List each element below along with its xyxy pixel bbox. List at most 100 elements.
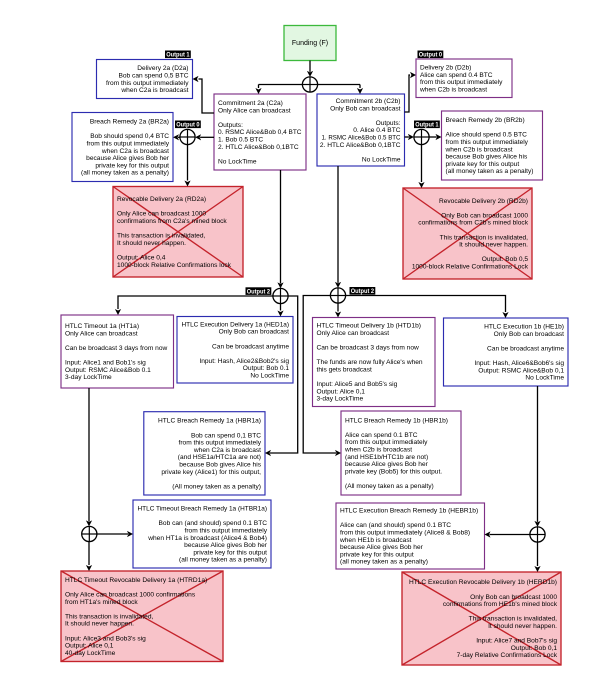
svg-text:Input: Alice7 and Bob7's sig: Input: Alice7 and Bob7's sig xyxy=(476,638,557,645)
svg-text:Can be broadcast 3 days from n: Can be broadcast 3 days from now xyxy=(65,345,167,352)
svg-text:when C2b is broadcast: when C2b is broadcast xyxy=(445,146,513,153)
svg-text:from this output immediately: from this output immediately xyxy=(179,440,262,447)
svg-text:Delivery 2b (D2b): Delivery 2b (D2b) xyxy=(420,65,471,72)
svg-text:It should never happen.: It should never happen. xyxy=(117,240,186,247)
svg-text:when C2a is broadcast: when C2a is broadcast xyxy=(101,148,169,155)
svg-text:confirmations from C2b's mined: confirmations from C2b's mined block xyxy=(418,220,528,227)
svg-text:It should never happen.: It should never happen. xyxy=(65,621,134,628)
svg-text:No LockTime: No LockTime xyxy=(250,373,289,380)
svg-text:(All money taken as a penalty): (All money taken as a penalty) xyxy=(172,483,261,490)
svg-text:(All money taken as a penalty): (All money taken as a penalty) xyxy=(345,483,434,490)
svg-text:(all money taken as a penalty): (all money taken as a penalty) xyxy=(340,559,428,566)
svg-text:Only Alice can broadcast 1000: Only Alice can broadcast 1000 confirmati… xyxy=(65,592,196,599)
svg-text:Only Alice can broadcast: Only Alice can broadcast xyxy=(65,330,138,337)
svg-text:private key for this output: private key for this output xyxy=(340,551,414,558)
svg-text:(and HSE1b/HTC1b are not): (and HSE1b/HTC1b are not) xyxy=(345,454,428,461)
svg-text:Only Alice can broadcast: Only Alice can broadcast xyxy=(317,330,390,337)
svg-text:(all money taken as a penalty): (all money taken as a penalty) xyxy=(179,557,267,564)
svg-text:3-day LockTime: 3-day LockTime xyxy=(317,396,364,403)
svg-text:Output: Alice 0,1: Output: Alice 0,1 xyxy=(317,388,366,395)
svg-text:HTLC Execution Delivery 1a (HE: HTLC Execution Delivery 1a (HED1a) xyxy=(182,321,290,328)
svg-text:this gets broadcast: this gets broadcast xyxy=(317,367,373,374)
svg-text:Outputs:: Outputs: xyxy=(376,120,401,127)
svg-text:Input: Alice5 and Bob5's sig: Input: Alice5 and Bob5's sig xyxy=(317,381,398,388)
svg-text:2. HTLC Alice&Bob 0,1BTC: 2. HTLC Alice&Bob 0,1BTC xyxy=(218,144,299,151)
svg-text:No LockTime: No LockTime xyxy=(525,375,564,382)
svg-text:HTLC Execution 1b (HE1b): HTLC Execution 1b (HE1b) xyxy=(484,324,564,331)
svg-text:No LockTime: No LockTime xyxy=(362,156,401,163)
svg-text:from this output immediately: from this output immediately xyxy=(420,79,503,86)
svg-text:40-day LockTime: 40-day LockTime xyxy=(65,650,116,657)
svg-text:because Alice gives Bob her: because Alice gives Bob her xyxy=(86,155,170,162)
svg-text:HTLC Breach Remedy 1a (HBR1a): HTLC Breach Remedy 1a (HBR1a) xyxy=(158,418,261,425)
svg-text:when C2a is broadcast: when C2a is broadcast xyxy=(120,87,188,94)
svg-text:because Bob gives Alice his: because Bob gives Alice his xyxy=(446,154,528,161)
svg-text:HTLC Timeout 1a (HT1a): HTLC Timeout 1a (HT1a) xyxy=(65,323,139,330)
svg-text:Output 1: Output 1 xyxy=(415,123,439,129)
svg-text:Can be broadcast anytime: Can be broadcast anytime xyxy=(212,343,289,350)
svg-text:Output: Alice 0,4: Output: Alice 0,4 xyxy=(117,255,166,262)
svg-text:confirmations from HE1b's mine: confirmations from HE1b's mined block xyxy=(443,601,558,608)
svg-text:1. Bob 0.5 BTC: 1. Bob 0.5 BTC xyxy=(218,137,263,144)
svg-text:confirmations from C2a's mined: confirmations from C2a's mined block xyxy=(117,218,227,225)
svg-text:because Alice gives Bob her: because Alice gives Bob her xyxy=(340,544,424,551)
svg-text:Revocable Delivery 2b (RD2b): Revocable Delivery 2b (RD2b) xyxy=(439,198,528,205)
svg-text:Output: RSMC Alice&Bob 0.1: Output: RSMC Alice&Bob 0.1 xyxy=(65,367,151,374)
svg-text:This transaction is invalidate: This transaction is invalidated, xyxy=(469,616,557,623)
svg-text:Input: Hash, Alice2&Bob2's sig: Input: Hash, Alice2&Bob2's sig xyxy=(199,358,289,365)
svg-text:Only Bob can broadcast: Only Bob can broadcast xyxy=(330,105,401,112)
svg-text:Bob can spend 0,5 BTC: Bob can spend 0,5 BTC xyxy=(118,73,188,80)
svg-text:because Alice gives Bob her: because Alice gives Bob her xyxy=(345,461,429,468)
svg-text:Output: Bob 0,5: Output: Bob 0,5 xyxy=(482,256,529,263)
svg-text:Output: Alice 0,1: Output: Alice 0,1 xyxy=(65,643,114,650)
svg-text:The funds are now fully Alice': The funds are now fully Alice's when xyxy=(317,359,423,366)
svg-text:1000-block Relative Confirmati: 1000-block Relative Confirmations lock xyxy=(117,262,232,269)
svg-text:This transaction is invalidate: This transaction is invalidated, xyxy=(117,233,205,240)
svg-text:from this output immediately: from this output immediately xyxy=(345,439,428,446)
svg-text:Only Bob can broadcast: Only Bob can broadcast xyxy=(494,331,565,338)
svg-text:Only Bob can broadcast 1000: Only Bob can broadcast 1000 xyxy=(441,212,528,219)
svg-text:HTLC Breach Remedy 1b (HBR1b): HTLC Breach Remedy 1b (HBR1b) xyxy=(345,417,448,424)
svg-text:Commitment 2b (C2b): Commitment 2b (C2b) xyxy=(336,98,401,105)
svg-text:2. HTLC Alice&Bob 0,1BTC: 2. HTLC Alice&Bob 0,1BTC xyxy=(320,142,401,149)
svg-text:Output 2: Output 2 xyxy=(247,289,271,295)
svg-text:1000-block Relative Confirmati: 1000-block Relative Confirmations Lock xyxy=(412,264,529,271)
svg-text:Outputs:: Outputs: xyxy=(218,122,243,129)
svg-text:when C2b is broadcast: when C2b is broadcast xyxy=(344,447,412,454)
svg-text:HTLC Timeout Breach Remedy 1a: HTLC Timeout Breach Remedy 1a (HTBR1a) xyxy=(138,506,268,513)
svg-text:from this output immediately (: from this output immediately (Alice8 & B… xyxy=(340,530,470,537)
svg-text:from HT1a's mined block: from HT1a's mined block xyxy=(65,599,138,606)
svg-text:private key (Bob5) for this ou: private key (Bob5) for this output. xyxy=(345,468,442,475)
svg-text:(all money taken as a penalty): (all money taken as a penalty) xyxy=(81,170,169,177)
svg-text:Commitment 2a (C2a): Commitment 2a (C2a) xyxy=(218,100,283,107)
svg-text:Only Bob can broadcast: Only Bob can broadcast xyxy=(219,329,290,336)
svg-text:when HE1b is broadcast: when HE1b is broadcast xyxy=(339,537,412,544)
svg-text:(all money taken as a penalty): (all money taken as a penalty) xyxy=(446,168,534,175)
svg-text:when HT1a is broadcast (Alice4: when HT1a is broadcast (Alice4 & Bob4) xyxy=(147,535,267,542)
svg-text:Bob can (and should) spend 0.1: Bob can (and should) spend 0.1 BTC xyxy=(159,520,268,527)
svg-text:Bob should spend 0,4 BTC: Bob should spend 0,4 BTC xyxy=(90,133,169,140)
svg-text:Breach Remedy 2a (BR2a): Breach Remedy 2a (BR2a) xyxy=(90,119,169,126)
svg-text:Output: RSMC Alice&Bob 0,1: Output: RSMC Alice&Bob 0,1 xyxy=(478,367,564,374)
svg-text:from this output immediately: from this output immediately xyxy=(446,139,529,146)
svg-text:HTLC Timeout Revocable Deliver: HTLC Timeout Revocable Delivery 1a (HTRD… xyxy=(65,577,207,584)
svg-text:HTLC Execution Revocable Deliv: HTLC Execution Revocable Delivery 1b (HE… xyxy=(409,579,557,586)
svg-text:Alice can spend 0.4 BTC: Alice can spend 0.4 BTC xyxy=(420,72,493,79)
svg-text:Output: Bob 0.1: Output: Bob 0.1 xyxy=(243,365,290,372)
svg-text:This transaction is invalidate: This transaction is invalidated, xyxy=(440,234,528,241)
svg-text:because Alice gives Bob her: because Alice gives Bob her xyxy=(184,542,268,549)
svg-text:Revocable Delivery 2a (RD2a): Revocable Delivery 2a (RD2a) xyxy=(117,196,206,203)
svg-text:Can be broadcast anytime: Can be broadcast anytime xyxy=(487,346,564,353)
svg-text:This transaction is invalidate: This transaction is invalidated, xyxy=(65,613,153,620)
svg-text:from this output immediately: from this output immediately xyxy=(185,528,268,535)
svg-text:Funding (F): Funding (F) xyxy=(292,40,328,47)
svg-text:HTLC Timeout Delivery 1b (HTD1: HTLC Timeout Delivery 1b (HTD1b) xyxy=(317,323,421,330)
svg-text:Output: Bob 0,1: Output: Bob 0,1 xyxy=(511,645,558,652)
svg-text:private key for this output: private key for this output xyxy=(193,549,267,556)
svg-text:Only Bob can broadcast 1000: Only Bob can broadcast 1000 xyxy=(470,594,557,601)
svg-text:1. RSMC Alice&Bob 0.5 BTC: 1. RSMC Alice&Bob 0.5 BTC xyxy=(322,135,401,142)
svg-text:Only Alice can broadcast: Only Alice can broadcast xyxy=(218,107,291,114)
svg-text:when C2a is broadcast: when C2a is broadcast xyxy=(193,447,261,454)
svg-text:Output 1: Output 1 xyxy=(166,53,190,59)
svg-text:(and HSE1a/HTC1a are not): (and HSE1a/HTC1a are not) xyxy=(178,454,261,461)
